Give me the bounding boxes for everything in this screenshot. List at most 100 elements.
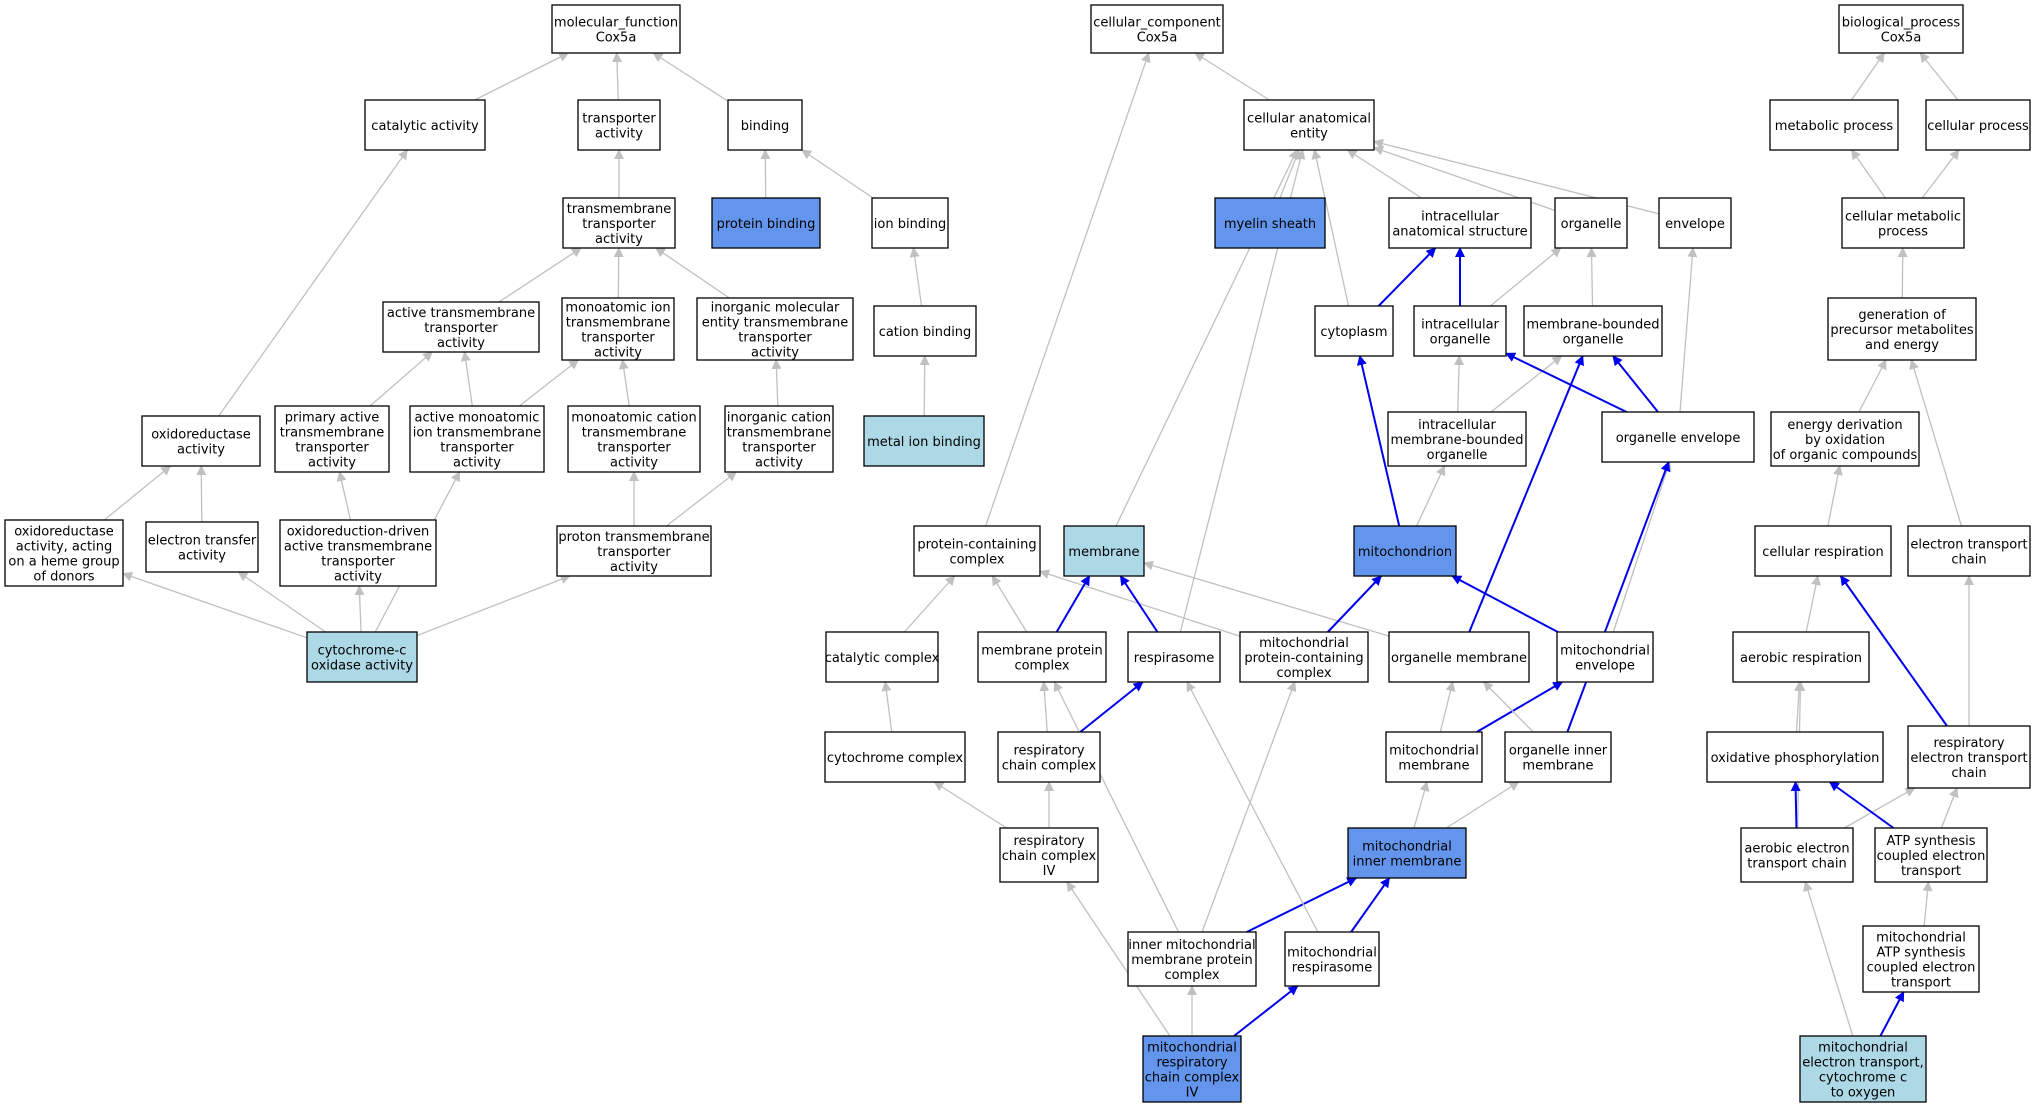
- node-metab[interactable]: metabolic process: [1769, 99, 1899, 151]
- node-label-line: chain: [1951, 553, 1986, 568]
- edge-orgenv-to-envelope: [1679, 247, 1698, 413]
- node-myelin[interactable]: myelin sheath: [1214, 197, 1326, 249]
- node-label-line: active monoatomic: [415, 411, 540, 426]
- node-membrane[interactable]: membrane: [1063, 525, 1145, 577]
- node-label-line: mitochondrial: [1147, 1041, 1237, 1056]
- node-label-line: activity: [595, 232, 643, 247]
- node-label-line: activity: [453, 456, 501, 471]
- node-cytcomplex[interactable]: cytochrome complex: [824, 731, 966, 783]
- node-cationbind[interactable]: cation binding: [873, 305, 977, 357]
- node-protbind[interactable]: protein binding: [711, 197, 821, 249]
- edge-imbo-to-mbo: [1490, 355, 1563, 413]
- edge-mpc-to-membrane: [1055, 575, 1091, 633]
- node-organelle[interactable]: organelle: [1554, 197, 1628, 249]
- node-label-line: activity: [610, 456, 658, 471]
- node-oxphos[interactable]: oxidative phosphorylation: [1706, 731, 1884, 783]
- node-binding[interactable]: binding: [727, 99, 803, 151]
- node-icta[interactable]: inorganic cationtransmembranetransporter…: [724, 405, 834, 473]
- node-box: [562, 197, 676, 249]
- node-mito[interactable]: mitochondrion: [1353, 525, 1457, 577]
- node-cellresp[interactable]: cellular respiration: [1754, 525, 1892, 577]
- node-label-line: transporter: [582, 217, 656, 232]
- node-label-line: ATP synthesis: [1887, 834, 1976, 849]
- node-box: [1838, 4, 1964, 54]
- edge-orgenv-to-intorg: [1505, 352, 1628, 413]
- node-metalbind[interactable]: metal ion binding: [863, 415, 985, 467]
- node-ionbind[interactable]: ion binding: [871, 197, 949, 249]
- node-label-line: transmembrane: [280, 426, 385, 441]
- node-mcta[interactable]: monoatomic cationtransmembranetransporte…: [567, 405, 701, 473]
- node-label-line: respiratory: [1013, 744, 1084, 759]
- node-orgenv[interactable]: organelle envelope: [1601, 411, 1755, 463]
- node-orgmem[interactable]: organelle membrane: [1388, 631, 1530, 683]
- node-aerresp[interactable]: aerobic respiration: [1732, 631, 1870, 683]
- node-cellproc[interactable]: cellular process: [1925, 99, 2031, 151]
- node-box: [1239, 631, 1369, 683]
- node-box: [1601, 411, 1755, 463]
- node-catcomplex[interactable]: catalytic complex: [825, 631, 940, 683]
- node-cytoplasm[interactable]: cytoplasm: [1314, 305, 1394, 357]
- node-label-line: activity: [610, 560, 658, 575]
- node-pata[interactable]: primary activetransmembranetransporterac…: [274, 405, 390, 473]
- node-label-line: proton transmembrane: [558, 530, 709, 545]
- node-box: [1388, 631, 1530, 683]
- node-respirasome[interactable]: respirasome: [1127, 631, 1221, 683]
- node-label-line: and energy: [1865, 338, 1939, 353]
- node-label-line: envelope: [1665, 217, 1725, 232]
- edge-cox-to-odata: [354, 585, 365, 633]
- node-label-line: mitochondrial: [1560, 644, 1650, 659]
- node-box: [567, 405, 701, 473]
- node-envelope[interactable]: envelope: [1658, 197, 1732, 249]
- node-box: [1925, 99, 2031, 151]
- node-box: [1127, 631, 1221, 683]
- node-moita[interactable]: monoatomic iontransmembranetransporterac…: [561, 297, 675, 361]
- node-label-line: generation of: [1858, 308, 1946, 323]
- node-label-line: activity: [178, 549, 226, 564]
- edge-oxred-to-catalytic: [218, 149, 408, 417]
- node-catalytic[interactable]: catalytic activity: [364, 99, 486, 151]
- edge-oim-to-orgmem: [1483, 681, 1534, 733]
